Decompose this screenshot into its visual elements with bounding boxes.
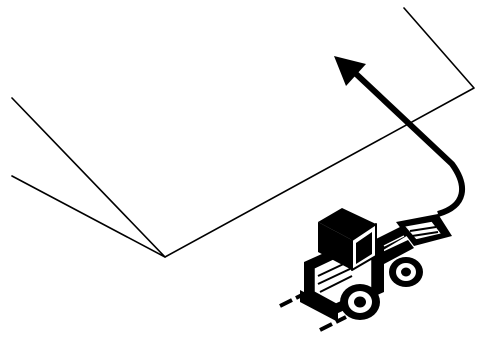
loader-cab [318, 208, 377, 271]
loader-lift-arms [374, 226, 414, 264]
plane-back-edge [11, 7, 475, 258]
loader-bucket [396, 214, 452, 246]
plane-front-edge [11, 175, 166, 258]
travel-direction-arrow [334, 56, 465, 217]
loader-rear-wheel [340, 284, 380, 320]
ground-plane-outline [11, 7, 475, 258]
wheel-loader-icon [279, 208, 452, 332]
arrow-shaft [351, 69, 465, 217]
motion-dashes [279, 291, 347, 332]
loader-front-wheel [389, 257, 423, 287]
arrow-head [334, 56, 366, 86]
